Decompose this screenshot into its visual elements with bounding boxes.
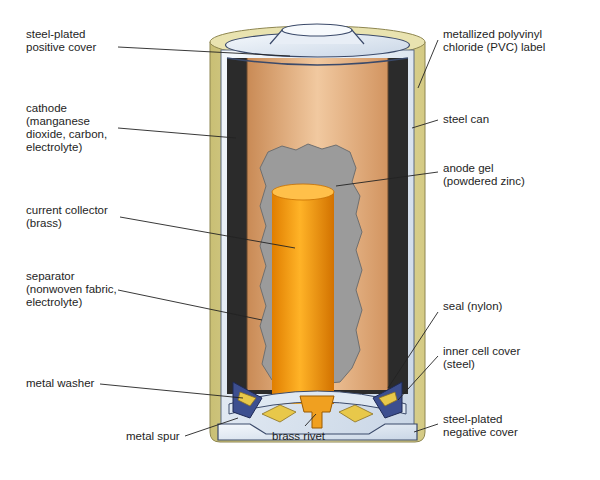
part-label: brass rivet bbox=[272, 430, 352, 443]
part-label: metallized polyvinyl chloride (PVC) labe… bbox=[443, 28, 553, 54]
part-label: inner cell cover (steel) bbox=[443, 345, 543, 371]
part-label: metal spur bbox=[126, 430, 206, 443]
part-label: steel-plated positive cover bbox=[26, 28, 126, 54]
part-label: cathode (manganese dioxide, carbon, elec… bbox=[26, 102, 126, 154]
part-label: current collector (brass) bbox=[26, 204, 126, 230]
part-label: metal washer bbox=[26, 377, 136, 390]
leader-lines bbox=[100, 40, 438, 436]
part-label: separator (nonwoven fabric, electrolyte) bbox=[26, 270, 122, 309]
part-label: steel can bbox=[443, 113, 553, 126]
part-label: anode gel (powdered zinc) bbox=[443, 162, 535, 188]
part-label: steel-plated negative cover bbox=[443, 413, 535, 439]
part-label: seal (nylon) bbox=[443, 300, 553, 313]
